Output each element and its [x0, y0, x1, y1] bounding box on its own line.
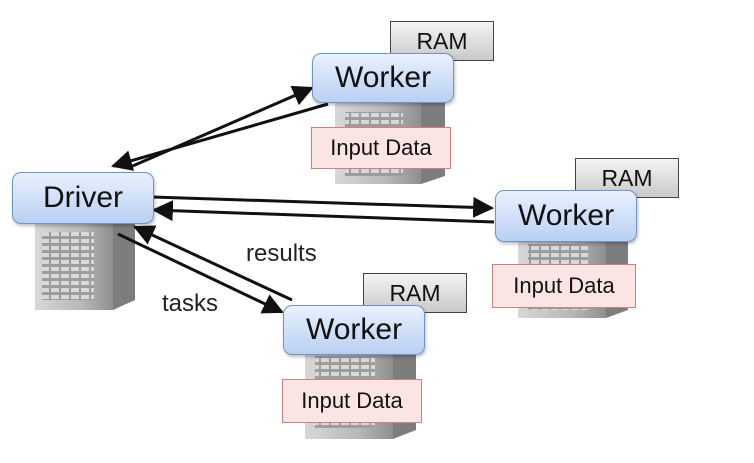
ram-label: RAM: [601, 164, 653, 191]
arrow-driver-to-worker-top: [127, 85, 314, 170]
ram-label: RAM: [389, 279, 441, 306]
worker-top-input-data: Input Data: [311, 127, 451, 169]
arrow-worker-right-to-driver: [151, 200, 495, 224]
worker-right-node: Worker: [495, 190, 637, 242]
ram-label: RAM: [416, 27, 468, 54]
worker-bottom-input-data: Input Data: [282, 379, 422, 423]
worker-bottom-node: Worker: [283, 305, 425, 355]
worker-label: Worker: [517, 199, 615, 232]
arrow-worker-bottom-to-driver: [133, 225, 293, 302]
results-edge-label: results: [246, 240, 317, 267]
driver-label: Driver: [43, 181, 123, 214]
input-data-label: Input Data: [330, 135, 432, 160]
arrow-driver-to-worker-right: [151, 195, 495, 218]
worker-label: Worker: [334, 61, 432, 94]
input-data-label: Input Data: [513, 273, 615, 298]
input-data-label: Input Data: [301, 388, 403, 413]
driver-node: Driver: [12, 172, 154, 224]
worker-top-node: Worker: [312, 53, 454, 103]
worker-label: Worker: [305, 313, 403, 346]
worker-right-input-data: Input Data: [492, 264, 636, 308]
arrow-worker-top-to-driver: [110, 102, 329, 171]
tasks-edge-label: tasks: [162, 290, 219, 317]
arrow-driver-to-worker-bottom: [117, 232, 284, 314]
